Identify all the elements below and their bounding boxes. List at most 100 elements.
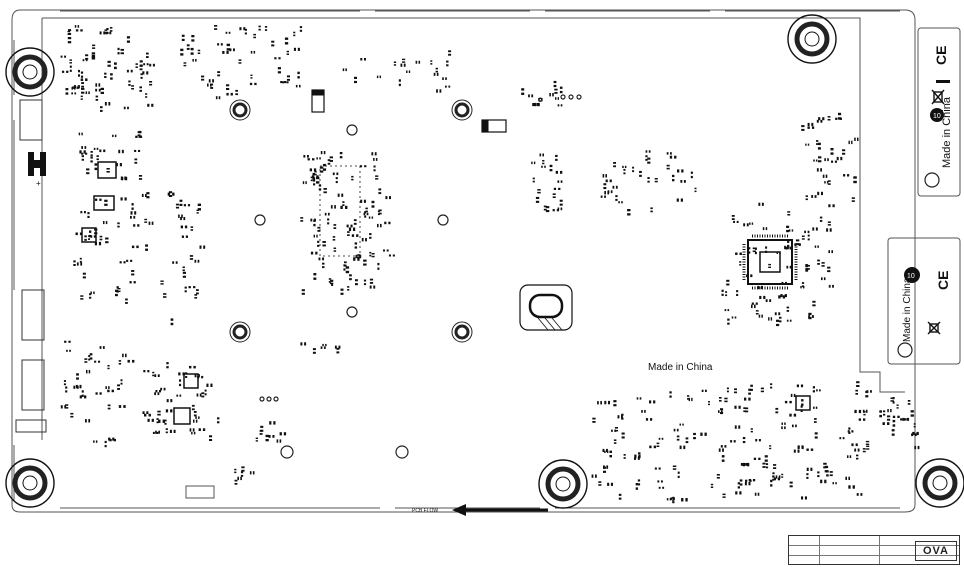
smd-part bbox=[750, 384, 753, 391]
smd-part bbox=[194, 259, 200, 263]
smd-part bbox=[806, 467, 813, 471]
smd-part bbox=[81, 155, 84, 161]
smd-part bbox=[197, 203, 201, 211]
smd-part bbox=[73, 260, 76, 266]
smd-part bbox=[69, 59, 72, 64]
smd-part bbox=[271, 40, 275, 47]
smd-part bbox=[535, 196, 540, 203]
smd-part bbox=[805, 195, 808, 201]
smd-part bbox=[145, 93, 148, 98]
smd-part bbox=[435, 67, 438, 73]
smd-part bbox=[912, 431, 919, 436]
smd-part bbox=[758, 202, 764, 206]
smd-part bbox=[120, 379, 123, 385]
smd-part bbox=[814, 432, 818, 439]
smd-part bbox=[368, 216, 374, 219]
smd-part bbox=[801, 125, 805, 131]
smd-part bbox=[718, 410, 723, 413]
smd-part bbox=[744, 397, 751, 401]
smd-part bbox=[191, 35, 195, 42]
smd-part bbox=[784, 245, 789, 250]
smd-part bbox=[786, 225, 790, 233]
smd-part bbox=[166, 399, 173, 403]
smd-part bbox=[112, 134, 117, 138]
smd-part bbox=[677, 471, 680, 478]
smd-part bbox=[804, 230, 810, 234]
smd-part bbox=[371, 152, 377, 156]
smd-part bbox=[154, 374, 160, 377]
smd-part bbox=[217, 43, 223, 46]
smd-part bbox=[775, 475, 781, 479]
smd-part bbox=[726, 279, 730, 286]
smd-part bbox=[656, 442, 660, 447]
smd-part bbox=[617, 415, 623, 419]
smd-part bbox=[781, 422, 786, 425]
smd-part bbox=[776, 251, 781, 254]
smd-part bbox=[657, 480, 663, 483]
smd-part bbox=[346, 224, 353, 228]
smd-part bbox=[539, 97, 542, 102]
smd-part bbox=[755, 310, 759, 315]
mounting-hole-bottom-right bbox=[915, 458, 964, 508]
smd-part bbox=[335, 177, 338, 184]
smd-part bbox=[623, 168, 626, 175]
smd-part bbox=[331, 279, 334, 286]
smd-part bbox=[95, 83, 101, 87]
smd-part bbox=[377, 262, 380, 270]
smd-part bbox=[130, 211, 137, 215]
smd-part bbox=[805, 264, 809, 272]
smd-part bbox=[710, 483, 714, 488]
smd-part bbox=[342, 68, 347, 72]
smd-part bbox=[730, 440, 736, 443]
smd-part bbox=[81, 82, 84, 88]
smd-part bbox=[856, 493, 863, 496]
smd-part bbox=[735, 491, 742, 495]
smd-part bbox=[762, 227, 768, 231]
smd-part bbox=[781, 426, 786, 430]
smd-part bbox=[736, 290, 739, 296]
smd-part bbox=[148, 221, 154, 225]
smd-part bbox=[768, 317, 773, 321]
smd-part bbox=[105, 386, 110, 389]
smd-part bbox=[355, 254, 362, 259]
smd-part bbox=[84, 358, 88, 363]
smd-part bbox=[393, 61, 397, 66]
smd-part bbox=[94, 360, 101, 363]
smd-part bbox=[258, 25, 261, 31]
smd-part bbox=[144, 413, 151, 417]
smd-part bbox=[718, 448, 724, 452]
smd-part bbox=[193, 411, 197, 417]
smd-part bbox=[637, 479, 641, 486]
smd-part bbox=[775, 407, 779, 414]
smd-part bbox=[63, 380, 66, 386]
smd-part bbox=[690, 171, 693, 179]
smd-part bbox=[807, 126, 815, 129]
smd-part bbox=[299, 26, 303, 32]
smd-part bbox=[65, 404, 69, 409]
smd-part bbox=[557, 180, 563, 183]
smd-part bbox=[613, 439, 617, 444]
smd-part bbox=[364, 211, 367, 218]
smd-part bbox=[765, 299, 772, 302]
smd-part bbox=[249, 82, 257, 86]
made-in-china-label: Made in China bbox=[648, 362, 713, 373]
company-logo: OVA bbox=[915, 541, 957, 561]
smd-part bbox=[445, 85, 451, 88]
smd-part bbox=[532, 177, 535, 183]
smd-part bbox=[322, 343, 327, 347]
smd-part bbox=[645, 155, 648, 161]
smd-part bbox=[201, 75, 205, 81]
smd-part bbox=[669, 155, 677, 159]
smd-part bbox=[196, 393, 202, 397]
smd-part bbox=[531, 161, 536, 165]
smd-part bbox=[378, 188, 382, 195]
smd-part bbox=[277, 67, 281, 74]
smd-part bbox=[322, 262, 325, 269]
smd-part bbox=[708, 401, 710, 406]
smd-part bbox=[727, 318, 730, 325]
smd-part bbox=[436, 89, 442, 93]
smd-part bbox=[168, 191, 173, 197]
smd-part bbox=[94, 163, 98, 171]
smd-part bbox=[138, 175, 143, 180]
smd-part bbox=[196, 289, 199, 295]
